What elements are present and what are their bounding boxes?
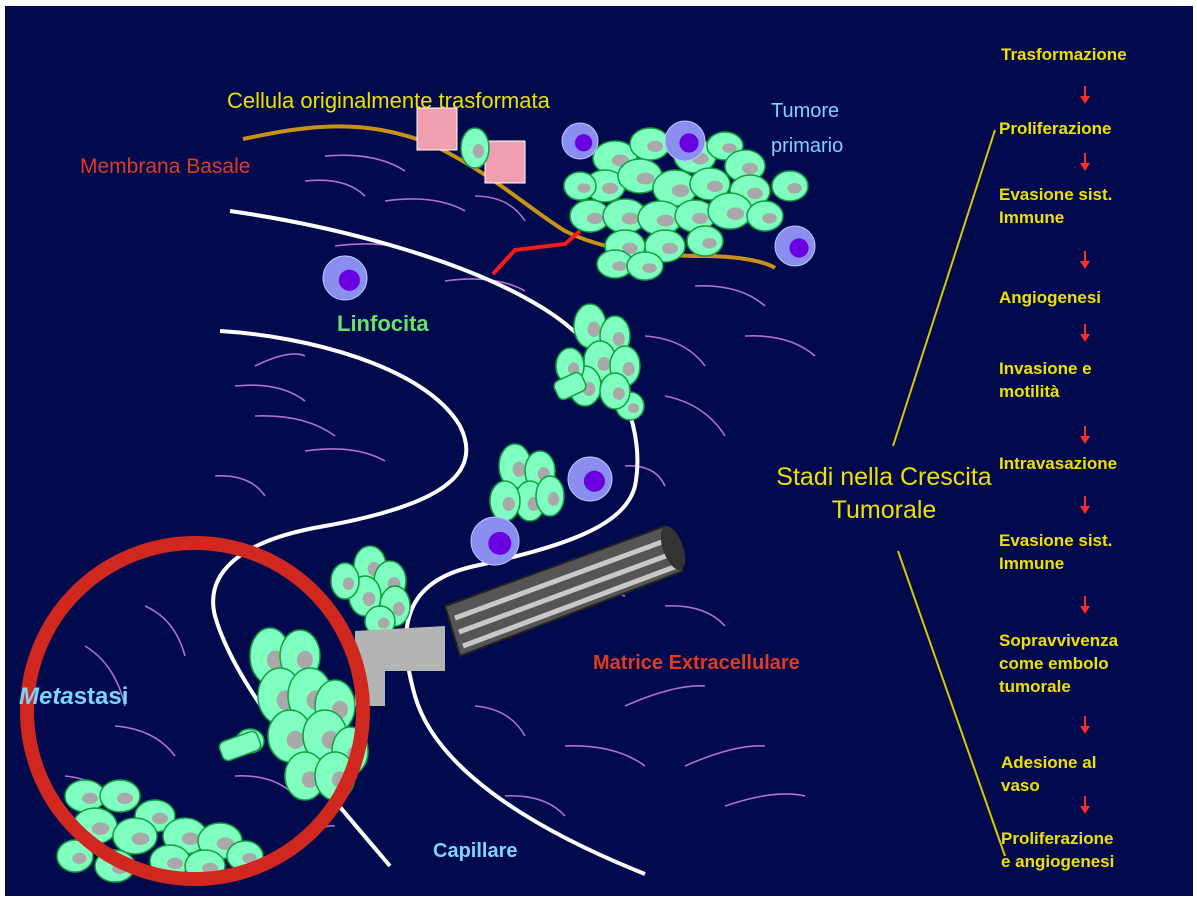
fiber	[685, 746, 765, 766]
tumor-cell	[331, 563, 359, 599]
invasion-path	[493, 231, 580, 274]
stage-3: Evasione sist. Immune	[999, 184, 1112, 230]
fiber	[145, 606, 185, 656]
step-arrow	[1080, 796, 1090, 814]
label-stadi-crescita: Stadi nella Crescita Tumorale	[774, 461, 994, 526]
label-metastasi-prefix: Meta	[19, 683, 74, 710]
tumor-cell	[113, 818, 157, 854]
tumor-cell	[600, 373, 630, 409]
tumor-cell	[772, 171, 808, 201]
fiber	[625, 686, 705, 706]
bracket-line-bottom	[898, 551, 1005, 856]
label-membrana-basale: Membrana Basale	[80, 156, 250, 177]
fiber	[475, 706, 525, 736]
stage-9: Adesione al vaso	[1001, 752, 1096, 798]
tumor-cells	[57, 128, 808, 882]
stage-1: Trasformazione	[1001, 44, 1127, 67]
stage-7: Evasione sist. Immune	[999, 530, 1112, 576]
lymphocyte	[323, 256, 367, 300]
fiber	[385, 199, 465, 211]
step-arrow	[1080, 496, 1090, 514]
tumor-cell	[627, 252, 663, 280]
tumor-cell	[461, 128, 489, 168]
fiber	[695, 286, 765, 306]
step-arrow	[1080, 86, 1090, 104]
stage-4: Angiogenesi	[999, 287, 1101, 310]
fiber	[255, 416, 335, 436]
label-matrice-extracellulare: Matrice Extracellulare	[593, 653, 800, 673]
stage-10: Proliferazione e angiogenesi	[1001, 828, 1114, 874]
fiber	[745, 336, 815, 356]
label-tumore-primario: Tumore primario	[771, 94, 843, 164]
lymphocyte	[775, 226, 815, 266]
label-capillare: Capillare	[433, 841, 517, 861]
transformed-cell	[417, 108, 457, 150]
step-arrow	[1080, 716, 1090, 734]
tumor-cell	[687, 226, 723, 256]
fiber	[255, 354, 305, 366]
fiber	[645, 336, 705, 366]
stage-8: Sopravvivenza come embolo tumorale	[999, 630, 1118, 699]
bracket-line-top	[893, 130, 995, 446]
tumor-cell	[490, 481, 520, 521]
fiber	[565, 746, 645, 766]
label-cellula-trasformata: Cellula originalmente trasformata	[227, 90, 550, 112]
slide: Cellula originalmente trasformata Membra…	[5, 6, 1193, 896]
label-metastasi: Metastasi	[19, 685, 128, 709]
fiber	[305, 180, 365, 196]
tumor-cell	[100, 780, 140, 812]
lymphocyte	[562, 123, 598, 159]
lymphocyte	[665, 121, 705, 161]
fiber	[325, 155, 405, 171]
fiber	[665, 396, 725, 436]
tumor-cell	[564, 172, 596, 200]
fiber	[115, 726, 175, 756]
step-arrow	[1080, 426, 1090, 444]
step-arrow	[1080, 153, 1090, 171]
stage-6: Intravasazione	[999, 453, 1117, 476]
fiber	[235, 385, 305, 401]
fiber	[625, 466, 665, 486]
transformed-cell	[485, 141, 525, 183]
label-linfocita: Linfocita	[337, 313, 429, 335]
tumor-cell	[747, 201, 783, 231]
fiber	[215, 476, 265, 496]
tumor-cell	[630, 128, 670, 160]
step-arrow	[1080, 251, 1090, 269]
tumor-cell-elongated	[218, 730, 262, 762]
lymphocyte	[568, 457, 612, 501]
label-metastasi-suffix: stasi	[74, 683, 129, 710]
tumor-cell	[536, 476, 564, 516]
stage-5: Invasione e motilità	[999, 358, 1092, 404]
stage-2: Proliferazione	[999, 118, 1111, 141]
fiber	[725, 794, 805, 806]
step-arrow	[1080, 596, 1090, 614]
fiber	[665, 606, 725, 626]
tumor-cell	[65, 780, 105, 812]
tumor-cell	[708, 193, 752, 229]
lymphocyte	[471, 517, 519, 565]
step-arrow	[1080, 324, 1090, 342]
fiber	[305, 449, 385, 461]
